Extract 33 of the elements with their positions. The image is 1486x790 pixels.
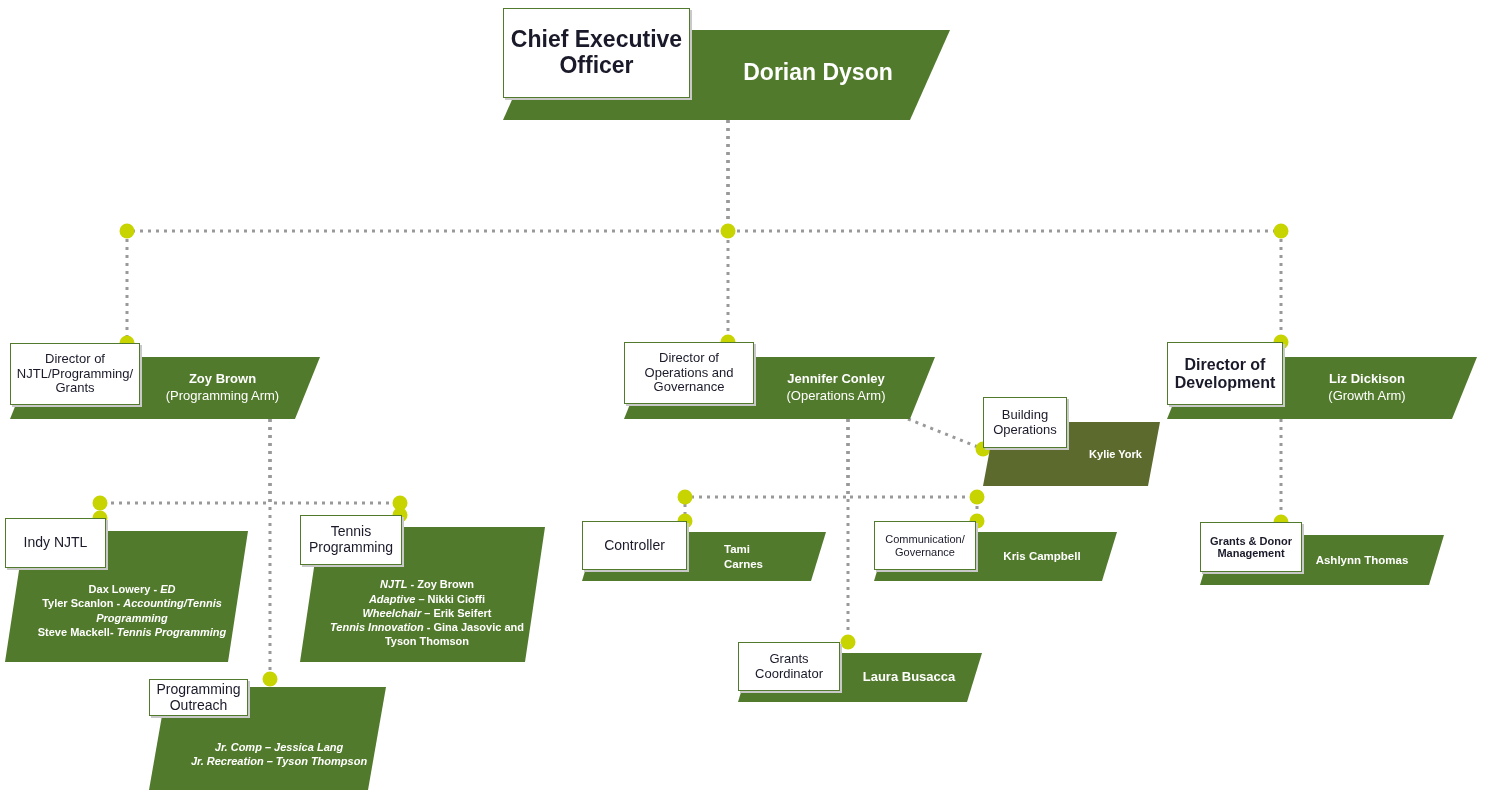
role-title: Communication/ Governance [884,533,966,558]
role-title: Tennis Programming [308,524,394,556]
staff-name: Tami Carnes [724,541,764,572]
staff-line: Dax Lowery - ED [87,581,177,597]
staff-line: (Operations Arm) [785,388,887,405]
role-title: Director of Development [1173,355,1277,392]
role-title: Programming Outreach [155,681,242,714]
role-title: Building Operations [992,407,1058,438]
role-title: Grants Coordinator [754,651,824,682]
staff-line: Steve Mackell- Tennis Programming [36,624,228,640]
staff-name: Laura Busacca [861,669,957,686]
staff-line: Tennis Innovation - Gina Jasovic and Tyson Thomson [329,620,525,649]
role-title: Controller [603,537,666,554]
staff-line: NJTL - Zoy Brown [378,577,476,592]
staff-line: Wheelchair – Erik Seifert [361,605,493,621]
staff-name: Jr. Comp – Jessica Lang [213,739,345,754]
staff-line: Tyler Scanlon - Accounting/Tennis Programming [41,596,223,625]
staff-name: Zoy Brown [187,371,258,388]
role-title: Indy NJTL [22,535,89,551]
staff-name: Jennifer Conley [786,371,886,388]
role-title: Grants & Donor Management [1209,534,1293,560]
staff-name: Dorian Dyson [742,58,894,88]
staff-line: Jr. Recreation – Tyson Thompson [189,754,369,769]
role-title: Director of Operations and Governance [643,351,735,395]
role-title: Director of NJTL/Programming/Grants [15,352,135,396]
staff-name: Ashlynn Thomas [1314,552,1410,568]
staff-line: Adaptive – Nikki Cioffi [367,591,487,606]
staff-name: Kylie York [1088,447,1143,462]
staff-name: Kris Campbell [1002,549,1082,564]
role-title: Chief Executive Officer [509,27,684,79]
staff-line: (Growth Arm) [1327,388,1407,405]
staff-name: Liz Dickison [1328,371,1406,388]
staff-line: (Programming Arm) [164,388,281,405]
